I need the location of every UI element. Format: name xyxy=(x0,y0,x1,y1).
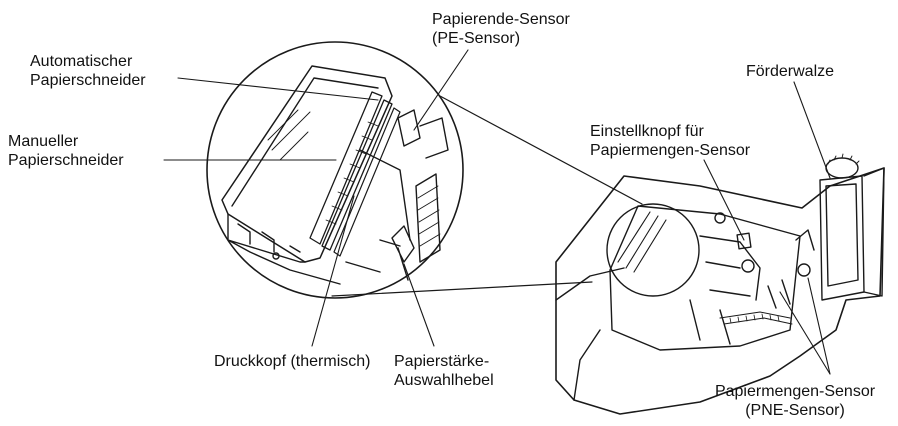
leader-pne-sensor-2 xyxy=(807,277,831,375)
detail-cutter-bar-2 xyxy=(321,99,393,251)
printer-housing xyxy=(555,167,885,415)
detail-cover xyxy=(221,65,393,263)
leader-feed-roller xyxy=(793,81,831,179)
printer-pne-knob xyxy=(736,232,752,250)
label-pne-knob-line2: Papiermengen-Sensor xyxy=(590,142,751,159)
detail-cover-inner xyxy=(231,77,379,207)
detail-glare xyxy=(267,109,311,161)
label-automatic-cutter: Automatischer Papierschneider xyxy=(30,52,146,90)
printer-cavity xyxy=(609,205,801,351)
detail-roller xyxy=(415,173,441,263)
label-pe-sensor-line1: Papierende-Sensor xyxy=(432,11,570,28)
detail-cutter-hatch xyxy=(325,121,379,225)
printer-gear-teeth xyxy=(827,153,860,165)
label-manual-cutter-line1: Manueller xyxy=(8,133,79,150)
printer-mechanism xyxy=(689,235,761,345)
label-manual-cutter-line2: Papierschneider xyxy=(8,152,124,169)
label-pe-sensor-line2: (PE-Sensor) xyxy=(432,30,521,47)
printer-screw-1 xyxy=(797,263,811,277)
printer-body xyxy=(555,153,885,415)
detail-screw xyxy=(272,252,280,260)
leader-automatic-cutter xyxy=(177,77,379,101)
printer-gear xyxy=(741,259,755,273)
label-pne-sensor-line1: Papiermengen-Sensor xyxy=(714,383,876,400)
detail-internal xyxy=(345,149,411,273)
label-thickness-lever-line2: Auswahlhebel xyxy=(394,372,494,389)
label-feed-roller-line1: Förderwalze xyxy=(746,63,835,80)
printer-rack-teeth xyxy=(729,313,780,324)
printer-housing-edge xyxy=(555,267,625,401)
label-pne-sensor-line2: (PNE-Sensor) xyxy=(745,402,845,419)
detail-circle xyxy=(206,41,464,299)
printer-roller-gear xyxy=(825,157,859,179)
detail-frame-slots xyxy=(237,223,301,253)
detail-frame-bottom xyxy=(227,213,341,285)
label-feed-roller: Förderwalze xyxy=(746,62,834,81)
connector-bottom xyxy=(331,281,593,297)
printer-slider-rack xyxy=(719,311,793,325)
leader-pe-sensor xyxy=(413,49,469,131)
detail-lever xyxy=(391,225,415,281)
label-thickness-lever: Papierstärke- Auswahlhebel xyxy=(394,352,494,390)
detail-sensor-bracket xyxy=(397,109,449,159)
printer-detail-circle xyxy=(606,203,700,297)
label-automatic-cutter-line1: Automatischer xyxy=(30,53,133,70)
leader-print-head xyxy=(311,195,355,347)
printer-screw-2 xyxy=(714,212,726,224)
detail-roller-ridges xyxy=(417,185,441,247)
label-pne-sensor: Papiermengen-Sensor (PNE-Sensor) xyxy=(702,382,888,420)
leader-pne-knob xyxy=(703,159,745,241)
printer-roller xyxy=(825,183,859,287)
label-print-head: Druckkopf (thermisch) xyxy=(214,352,370,371)
connector-top xyxy=(439,95,643,205)
label-print-head-line1: Druckkopf (thermisch) xyxy=(214,353,371,370)
label-automatic-cutter-line2: Papierschneider xyxy=(30,72,146,89)
detail-cutter-bar-1 xyxy=(309,91,383,245)
label-pne-knob: Einstellknopf für Papiermengen-Sensor xyxy=(590,122,750,160)
printer-right-wall xyxy=(863,167,885,297)
detail-magnifier xyxy=(206,41,464,299)
label-pe-sensor: Papierende-Sensor (PE-Sensor) xyxy=(432,10,570,48)
printer-cutter-mini xyxy=(617,211,667,273)
leader-thickness-lever xyxy=(403,263,435,347)
label-thickness-lever-line1: Papierstärke- xyxy=(394,353,490,370)
label-pne-knob-line1: Einstellknopf für xyxy=(590,123,704,140)
leader-pne-sensor-1 xyxy=(779,291,831,375)
printer-pne-arm xyxy=(767,229,815,309)
label-manual-cutter: Manueller Papierschneider xyxy=(8,132,124,170)
